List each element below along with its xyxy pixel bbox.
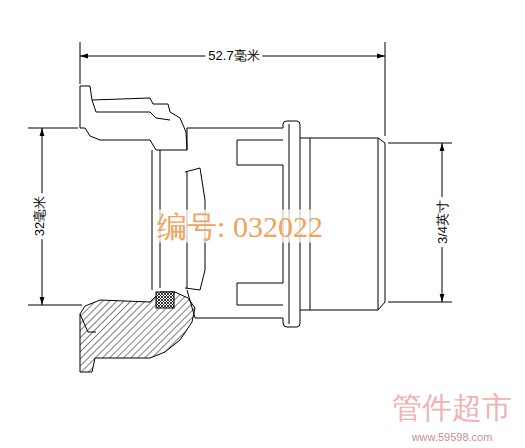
dimension-length: 52.7毫米 (205, 49, 262, 63)
watermark-url: www.59598.com (409, 431, 496, 443)
dimension-width: 32毫米 (33, 193, 47, 239)
watermark-code: 编号: 032022 (154, 210, 326, 243)
watermark-brand: 管件超市 (389, 391, 515, 424)
dimension-thread: 3/4英寸 (436, 197, 450, 247)
